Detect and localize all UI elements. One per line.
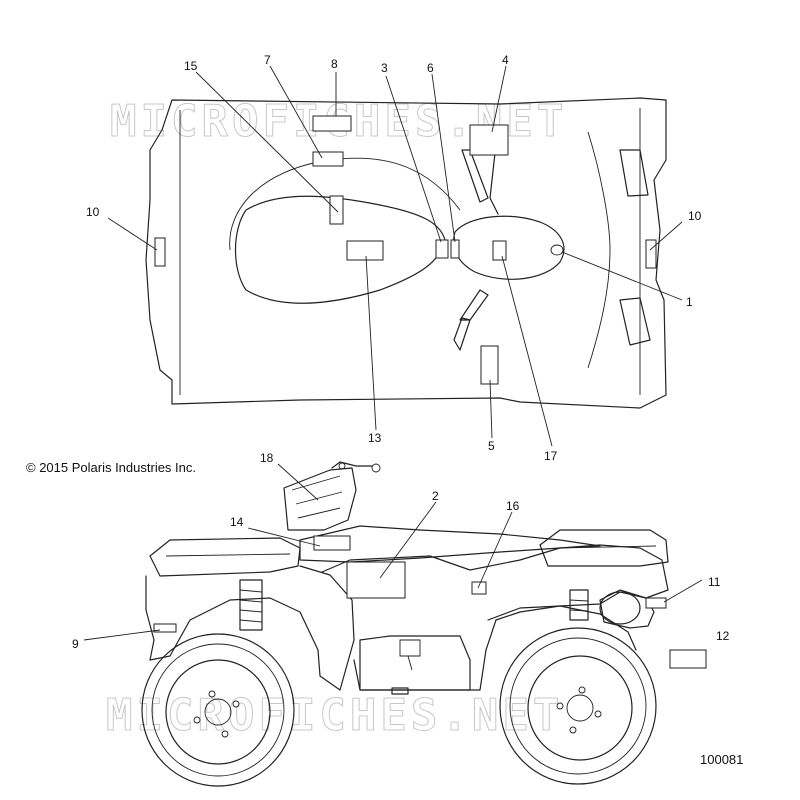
decal-7 <box>312 151 344 167</box>
callout-9: 9 <box>72 637 79 651</box>
decal-9 <box>153 623 177 633</box>
top-leaders <box>107 65 683 447</box>
decal-16 <box>471 581 487 595</box>
callout-15: 15 <box>184 59 198 73</box>
side-leaders <box>83 463 703 641</box>
callout-7: 7 <box>264 53 271 67</box>
callout-2: 2 <box>432 489 439 503</box>
callout-6: 6 <box>427 61 434 75</box>
decal-10-rear <box>154 237 166 267</box>
callout-13: 13 <box>368 431 382 445</box>
decal-14 <box>313 535 351 551</box>
decal-4 <box>469 124 509 156</box>
callout-4: 4 <box>502 53 509 67</box>
callout-18: 18 <box>260 451 274 465</box>
callout-5: 5 <box>488 439 495 453</box>
decal-2 <box>346 561 406 599</box>
watermark-bottom: MICROFICHES.NET <box>106 690 563 741</box>
callout-10-front: 10 <box>688 209 702 223</box>
callout-1: 1 <box>686 295 693 309</box>
decal-3 <box>435 239 449 259</box>
copyright-notice: © 2015 Polaris Industries Inc. <box>26 460 196 475</box>
decal-13 <box>346 240 384 261</box>
callout-16: 16 <box>506 499 520 513</box>
callout-10-rear: 10 <box>86 205 100 219</box>
drawing-number: 100081 <box>700 752 744 767</box>
callout-8: 8 <box>331 57 338 71</box>
decal-12 <box>669 649 707 669</box>
callouts: 15 7 8 3 6 4 10 10 1 13 5 17 18 2 16 14 … <box>72 53 730 651</box>
decal-10-front <box>645 239 657 269</box>
atv-side-view <box>141 461 707 787</box>
callout-14: 14 <box>230 515 244 529</box>
callout-17: 17 <box>544 449 558 463</box>
decal-6 <box>450 239 460 259</box>
callout-12: 12 <box>716 629 730 643</box>
decal-8 <box>312 115 352 132</box>
decal-5 <box>480 345 499 385</box>
callout-3: 3 <box>381 61 388 75</box>
decal-11 <box>645 597 667 609</box>
decal-17 <box>492 240 507 261</box>
atv-top-view <box>145 97 667 409</box>
callout-11: 11 <box>708 575 721 589</box>
